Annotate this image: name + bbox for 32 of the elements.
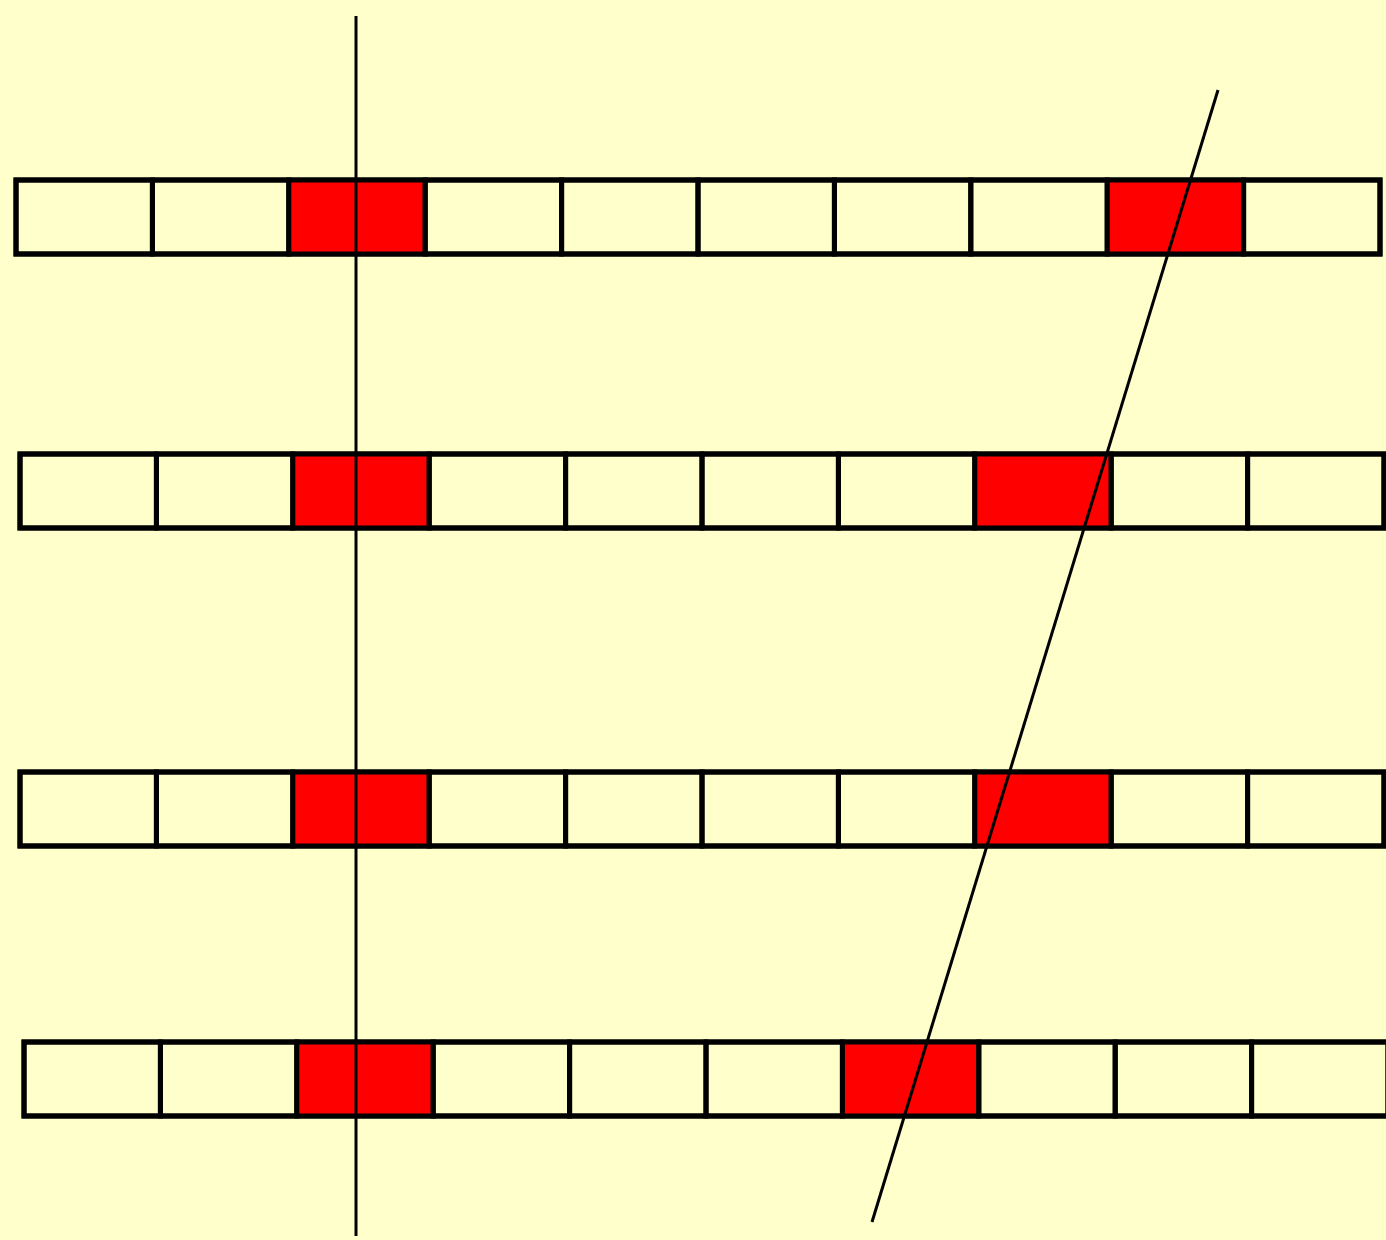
cell bbox=[426, 769, 569, 849]
cell bbox=[831, 177, 974, 257]
cell bbox=[839, 1039, 982, 1119]
cell bbox=[426, 451, 569, 531]
cell bbox=[1245, 451, 1386, 531]
cell bbox=[1241, 177, 1383, 257]
cell bbox=[1108, 451, 1251, 531]
cell bbox=[422, 177, 565, 257]
cell bbox=[976, 1039, 1118, 1119]
cell bbox=[699, 451, 841, 531]
cell bbox=[17, 769, 159, 849]
cell bbox=[1249, 1039, 1386, 1119]
cell bbox=[17, 451, 159, 531]
cell bbox=[21, 1039, 163, 1119]
cell bbox=[430, 1039, 573, 1119]
cell bbox=[1108, 769, 1251, 849]
cell bbox=[559, 177, 701, 257]
cell bbox=[294, 1039, 436, 1119]
cell bbox=[13, 177, 155, 257]
cell bbox=[1104, 177, 1247, 257]
cell bbox=[699, 769, 841, 849]
cell bbox=[1245, 769, 1386, 849]
cell bbox=[567, 1039, 709, 1119]
cell bbox=[972, 451, 1114, 531]
cell bbox=[563, 451, 705, 531]
cell bbox=[563, 769, 705, 849]
cell bbox=[286, 177, 428, 257]
cell bbox=[290, 451, 432, 531]
cell bbox=[972, 769, 1114, 849]
cell bbox=[290, 769, 432, 849]
cell bbox=[1112, 1039, 1255, 1119]
cell bbox=[695, 177, 837, 257]
